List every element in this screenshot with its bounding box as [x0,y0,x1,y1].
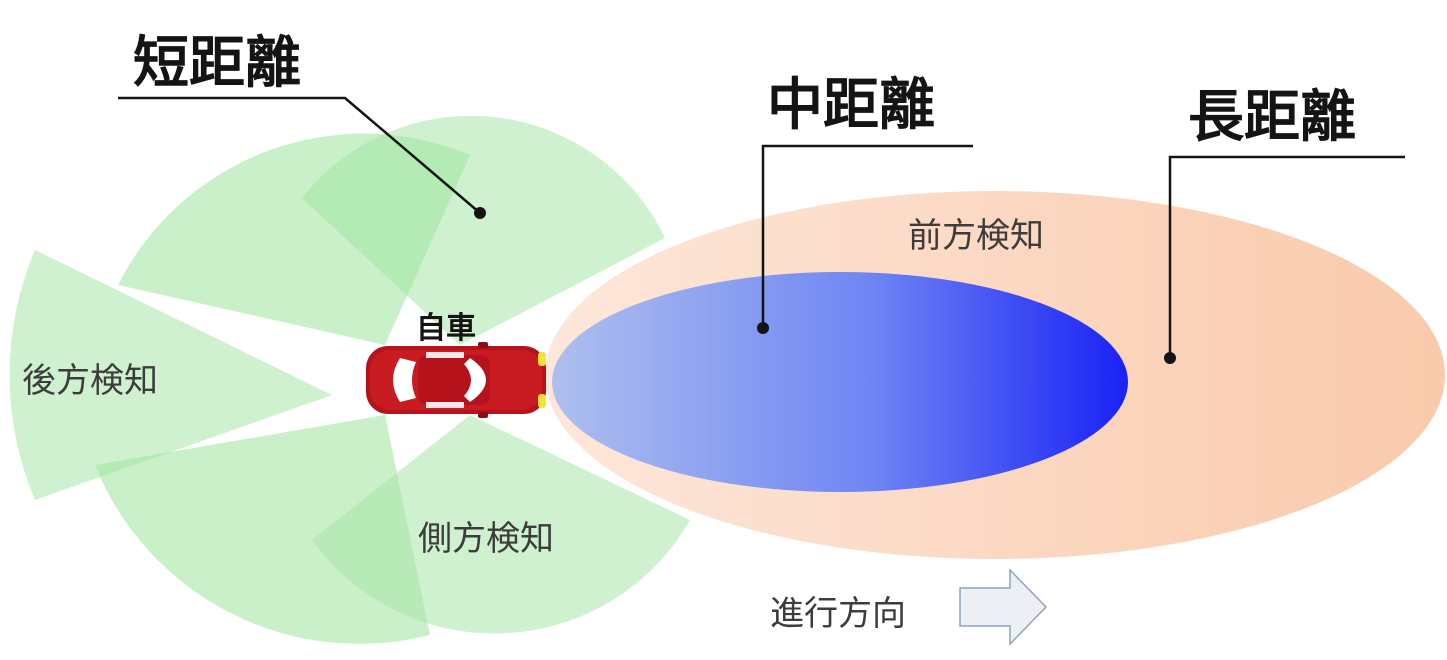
long-range-leader-dot [1164,352,1176,364]
mid-range-ellipse [552,272,1128,492]
mid-range-leader-dot [757,322,769,334]
leader-lines [118,96,1405,358]
own-car-label: 自車 [416,311,476,346]
mid-range-title: 中距離 [767,73,935,138]
short-range-sector-front-right [312,415,690,634]
long-range-title: 長距離 [1188,85,1356,150]
short-range-sector-rear [9,250,333,500]
rear-detection-label: 後方検知 [22,361,158,401]
side-detection-label: 側方検知 [418,519,554,559]
short-range-title: 短距離 [133,31,301,96]
direction-arrow-icon [959,568,1048,646]
car-icon [366,342,546,418]
short-range-leader-dot [474,207,486,219]
short-range-leader-line [118,96,481,214]
mid-range-leader-line [761,144,973,328]
long-range-leader-line [1168,155,1405,358]
short-range-sectors [9,115,690,644]
short-range-sector-left-upper [118,133,470,345]
direction-label: 進行方向 [770,594,906,634]
short-range-sector-left-lower [95,415,430,644]
front-detection-label: 前方検知 [908,216,1044,256]
